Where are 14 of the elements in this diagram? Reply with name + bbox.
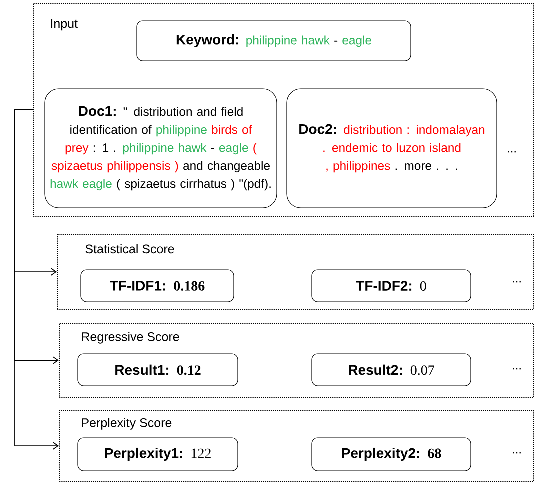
connector-arrow [14,110,59,450]
document-box: Doc2: distribution : indomalayan . endemic to luzon island , philippines . more . . . [286,88,498,208]
ellipsis: ... [513,368,521,370]
score-box: Result1: 0.12 [78,354,238,386]
score-box: TF-IDF2: 0 [312,270,472,302]
ellipsis: ... [513,281,521,283]
ellipsis: ... [508,151,516,153]
document-box: Doc1: " distribution and field identification of philippine birds of prey : 1 . philippine hawk - eagle ( spizaetus philippensis ) and changeable hawk eagle ( spizaetus cirrhatus ) "(pdf). [44,88,278,208]
score-box: Perplexity1: 122 [78,438,238,472]
score-box: TF-IDF1: 0.186 [80,270,234,302]
keyword-box: Keyword: philippine hawk - eagle [136,20,412,62]
score-box: Result2: 0.07 [312,354,472,386]
score-box: Perplexity2: 68 [312,438,472,472]
ellipsis: ... [513,452,521,454]
